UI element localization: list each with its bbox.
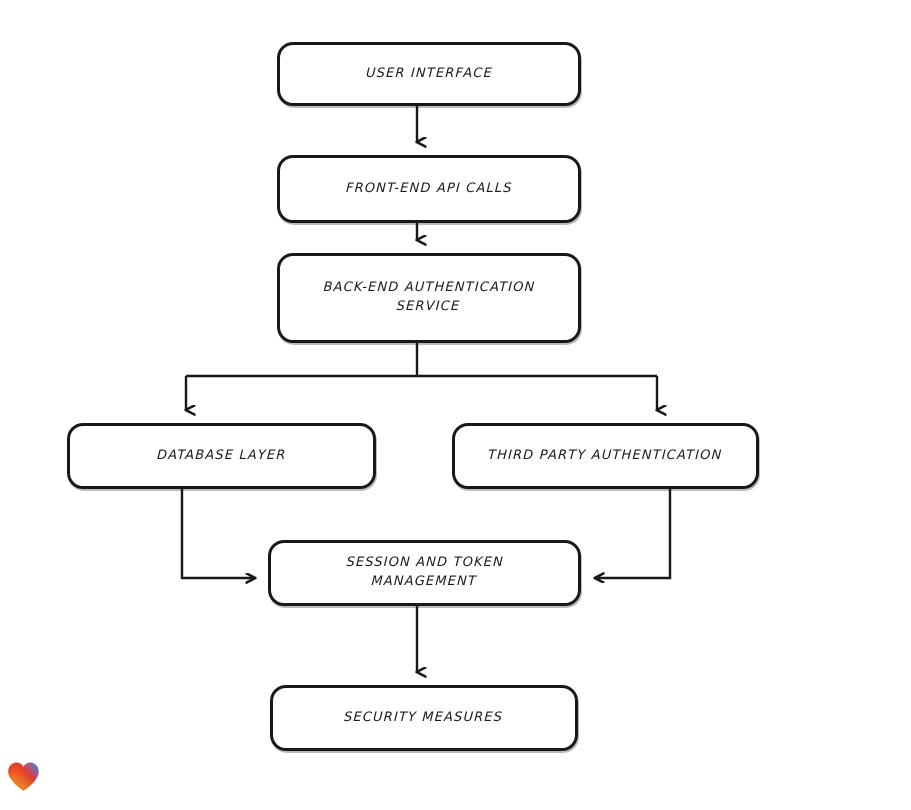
node-user-interface[interactable]: User Interface	[277, 42, 581, 106]
node-label: Third Party Authentication	[487, 447, 724, 463]
node-security-measures[interactable]: Security Measures	[270, 685, 578, 751]
node-frontend-api-calls[interactable]: Front-End API Calls	[277, 155, 581, 223]
node-label: Front-End API Calls	[345, 180, 513, 196]
edge-database-to-session	[180, 489, 255, 578]
node-database-layer[interactable]: Database Layer	[67, 423, 376, 489]
node-label: Session and Token Management	[345, 555, 505, 589]
node-third-party-authentication[interactable]: Third Party Authentication	[452, 423, 759, 489]
edge-thirdparty-to-session	[595, 489, 672, 578]
node-label: User Interface	[365, 65, 493, 81]
node-label: Security Measures	[344, 709, 504, 725]
node-backend-authentication-service[interactable]: Back-End Authentication Service	[277, 253, 581, 343]
node-label: Back-End Authentication Service	[323, 280, 536, 314]
heart-icon	[8, 762, 39, 791]
node-label: Database Layer	[156, 447, 287, 463]
node-session-and-token-management[interactable]: Session and Token Management	[268, 540, 581, 606]
